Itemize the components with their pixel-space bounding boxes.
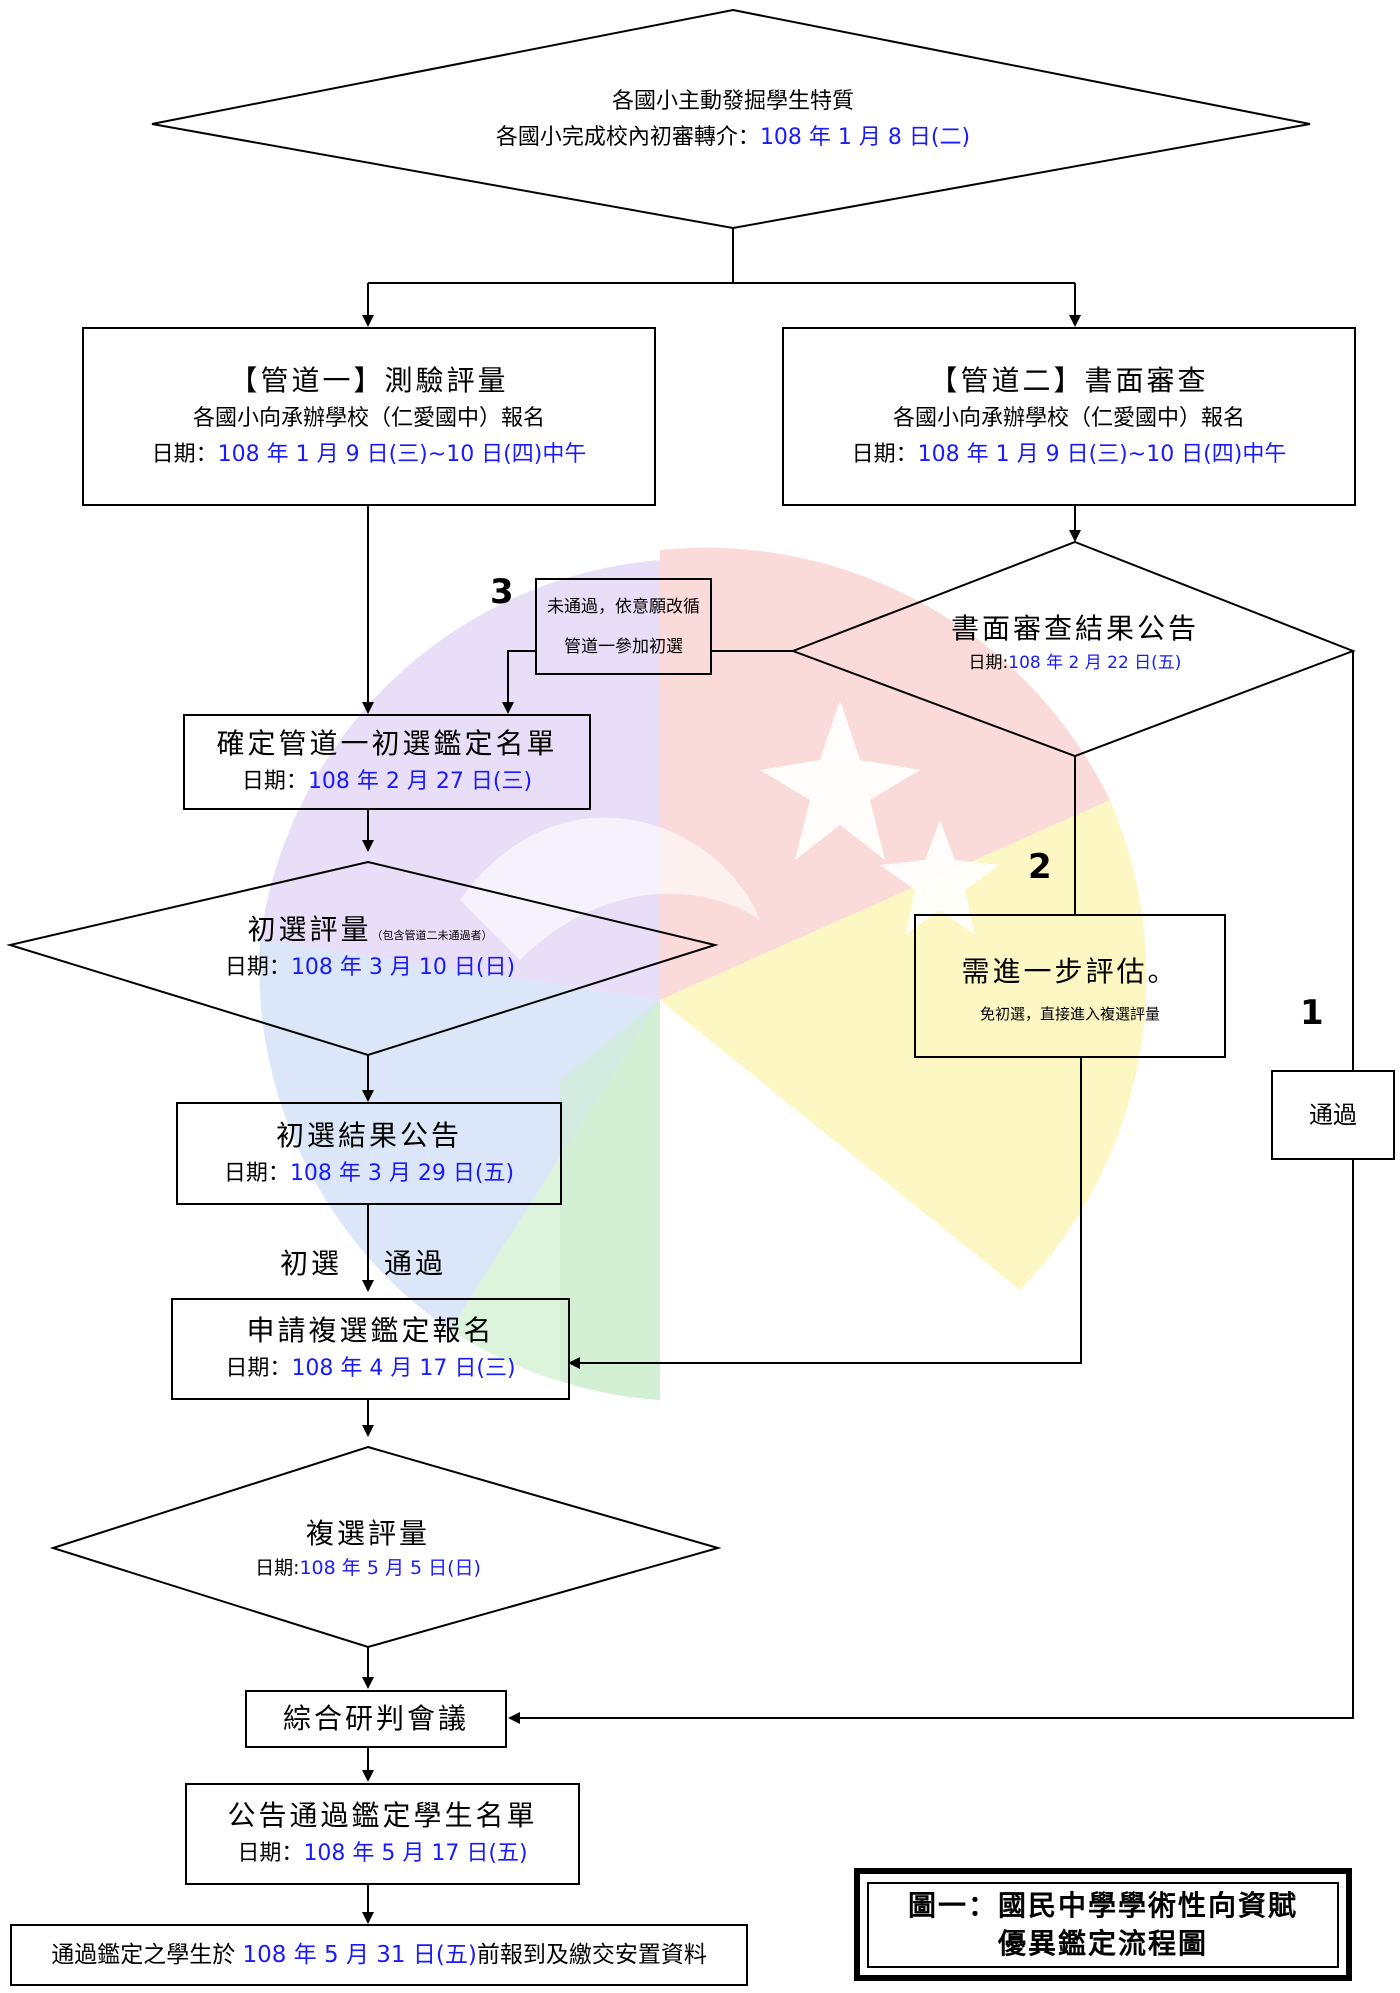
start-line1: 各國小主動發掘學生特質 (611, 89, 854, 114)
final-box: 通過鑑定之學生於 108 年 5 月 31 日(五)前報到及繳交安置資料 (10, 1924, 748, 1986)
start-line2-date: 108 年 1 月 8 日(二) (759, 125, 971, 150)
final-suffix: 前報到及繳交安置資料 (476, 1942, 707, 1968)
channel2-date: 日期：108 年 1 月 9 日(三)~10 日(四)中午 (852, 437, 1287, 473)
announce-box: 公告通過鑑定學生名單 日期：108 年 5 月 17 日(五) (185, 1783, 580, 1885)
prelim-eval-date-value: 108 年 3 月 10 日(日) (290, 954, 516, 980)
pass-label: 通過 (1309, 1101, 1357, 1129)
review-result-node: 書面審查結果公告 日期:108 年 2 月 22 日(五) (905, 598, 1245, 688)
announce-date-value: 108 年 5 月 17 日(五) (303, 1841, 528, 1866)
final-text: 通過鑑定之學生於 108 年 5 月 31 日(五)前報到及繳交安置資料 (51, 1937, 707, 1973)
start-line2: 各國小完成校內初審轉介：108 年 1 月 8 日(二) (496, 120, 970, 156)
second-eval-date-prefix: 日期: (255, 1556, 300, 1579)
channel1-sub: 各國小向承辦學校（仁愛國中）報名 (192, 405, 545, 431)
prelim-eval-title: 初選評量 (247, 912, 372, 946)
pass-box: 通過 (1271, 1070, 1395, 1160)
edge-label-pass: 通過 (384, 1247, 447, 1280)
prelim-result-box: 初選結果公告 日期：108 年 3 月 29 日(五) (176, 1102, 562, 1205)
prelim-eval-date-prefix: 日期： (224, 954, 291, 980)
second-eval-node: 複選評量 日期:108 年 5 月 5 日(日) (180, 1500, 556, 1595)
apply-box: 申請複選鑑定報名 日期：108 年 4 月 17 日(三) (171, 1298, 570, 1400)
fail-note-box: 未通過，依意願改循 管道一參加初選 (535, 578, 712, 675)
channel1-date: 日期：108 年 1 月 9 日(三)~10 日(四)中午 (152, 437, 587, 473)
figure-title: 圖一：國民中學學術性向資賦 優異鑑定流程圖 (867, 1881, 1339, 1968)
prelim-result-title: 初選結果公告 (275, 1118, 462, 1152)
channel1-date-prefix: 日期： (151, 441, 218, 467)
prelim-eval-node: 初選評量（包含管道二未通過者） 日期：108 年 3 月 10 日(日) (140, 900, 600, 995)
channel1-title: 【管道一】測驗評量 (229, 363, 509, 397)
apply-date-prefix: 日期： (225, 1356, 292, 1381)
figure-title-line1: 圖一：國民中學學術性向資賦 (907, 1888, 1298, 1922)
prelim-eval-title-row: 初選評量（包含管道二未通過者） (247, 910, 492, 950)
prelim-eval-note: （包含管道二未通過者） (371, 928, 493, 942)
further-sub: 免初選，直接進入複選評量 (979, 1005, 1160, 1023)
review-result-date-prefix: 日期: (968, 653, 1009, 673)
apply-title: 申請複選鑑定報名 (246, 1314, 495, 1347)
announce-title: 公告通過鑑定學生名單 (227, 1799, 538, 1832)
announce-date-prefix: 日期： (237, 1841, 304, 1866)
path-number-1: 1 (1300, 993, 1324, 1033)
confirm-list-date: 日期：108 年 2 月 27 日(三) (242, 764, 532, 800)
channel2-sub: 各國小向承辦學校（仁愛國中）報名 (892, 405, 1245, 431)
apply-date: 日期：108 年 4 月 17 日(三) (225, 1351, 515, 1387)
meeting-label: 綜合研判會議 (282, 1702, 469, 1735)
apply-date-value: 108 年 4 月 17 日(三) (291, 1356, 516, 1381)
path-number-3: 3 (490, 572, 514, 612)
edge-label-prelim: 初選 (280, 1247, 343, 1280)
prelim-result-date: 日期：108 年 3 月 29 日(五) (224, 1156, 514, 1192)
prelim-eval-date: 日期：108 年 3 月 10 日(日) (225, 950, 515, 986)
channel2-title: 【管道二】書面審查 (929, 363, 1209, 397)
confirm-list-box: 確定管道一初選鑑定名單 日期：108 年 2 月 27 日(三) (183, 714, 591, 810)
final-date: 108 年 5 月 31 日(五) (242, 1942, 477, 1968)
confirm-list-date-prefix: 日期： (241, 769, 308, 794)
review-result-date-value: 108 年 2 月 22 日(五) (1008, 653, 1182, 673)
second-eval-date-value: 108 年 5 月 5 日(日) (299, 1556, 481, 1579)
fail-note-line1: 未通過，依意願改循 (547, 596, 700, 617)
path-number-2: 2 (1028, 847, 1052, 887)
channel1-date-value: 108 年 1 月 9 日(三)~10 日(四)中午 (217, 441, 587, 467)
fail-note-line2: 管道一參加初選 (564, 636, 683, 657)
start-node: 各國小主動發掘學生特質 各國小完成校內初審轉介：108 年 1 月 8 日(二) (400, 70, 1066, 170)
second-eval-title: 複選評量 (305, 1516, 430, 1550)
review-result-date: 日期:108 年 2 月 22 日(五) (969, 649, 1182, 677)
channel2-date-prefix: 日期： (851, 441, 918, 467)
confirm-list-date-value: 108 年 2 月 27 日(三) (307, 769, 533, 794)
prelim-result-date-value: 108 年 3 月 29 日(五) (289, 1160, 515, 1186)
channel2-date-value: 108 年 1 月 9 日(三)~10 日(四)中午 (917, 441, 1287, 467)
final-prefix: 通過鑑定之學生於 (51, 1942, 243, 1968)
start-line2-prefix: 各國小完成校內初審轉介： (495, 125, 760, 150)
confirm-list-title: 確定管道一初選鑑定名單 (216, 727, 558, 760)
prelim-result-date-prefix: 日期： (223, 1160, 290, 1186)
figure-title-frame: 圖一：國民中學學術性向資賦 優異鑑定流程圖 (854, 1868, 1352, 1981)
review-result-title: 書面審查結果公告 (950, 612, 1199, 645)
further-box: 需進一步評估。 免初選，直接進入複選評量 (914, 914, 1226, 1058)
figure-title-line2: 優異鑑定流程圖 (997, 1926, 1208, 1960)
channel2-box: 【管道二】書面審查 各國小向承辦學校（仁愛國中）報名 日期：108 年 1 月 … (782, 327, 1356, 506)
further-title: 需進一步評估。 (961, 955, 1179, 988)
meeting-box: 綜合研判會議 (245, 1690, 507, 1748)
announce-date: 日期：108 年 5 月 17 日(五) (237, 1836, 527, 1872)
second-eval-date: 日期:108 年 5 月 5 日(日) (255, 1554, 481, 1582)
channel1-box: 【管道一】測驗評量 各國小向承辦學校（仁愛國中）報名 日期：108 年 1 月 … (82, 327, 656, 506)
